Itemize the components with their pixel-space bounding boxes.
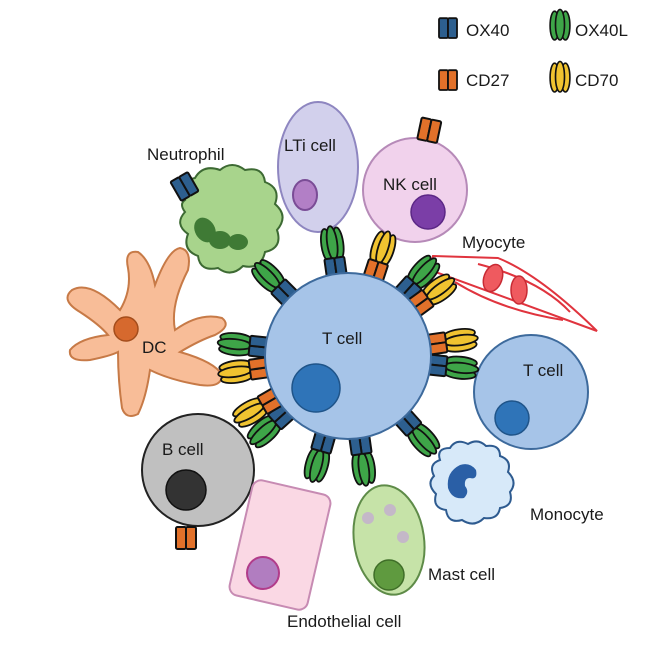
monocyte: Monocyte <box>429 440 604 525</box>
monocyte-label: Monocyte <box>530 505 604 524</box>
myocyte-label: Myocyte <box>462 233 525 252</box>
mast-granule <box>362 512 374 524</box>
nk-cell: NK cell <box>362 116 468 243</box>
mast-cell-label: Mast cell <box>428 565 495 584</box>
b-cell-nucleus <box>165 469 207 511</box>
t-cell-partner-nucleus <box>494 400 530 436</box>
legend-label: CD70 <box>575 71 618 90</box>
myocyte-nucleus <box>510 275 528 305</box>
mast-granule <box>384 504 396 516</box>
lti-nucleus <box>292 179 318 211</box>
neutrophil-nucleus <box>194 217 248 250</box>
legend: OX40 OX40L CD27 CD70 <box>438 8 628 93</box>
ox40-receptor-icon <box>438 17 458 39</box>
legend-label: OX40 <box>466 21 509 40</box>
ox40l-ligand-icon <box>549 8 571 41</box>
nk-nucleus <box>410 194 446 230</box>
mast-granule <box>397 531 409 543</box>
dendritic-cell: DC <box>66 246 227 417</box>
b-cell-cd27-receptor <box>175 526 197 550</box>
dc-label: DC <box>142 338 167 357</box>
legend-item-ox40: OX40 <box>438 17 509 40</box>
neutrophil: Neutrophil <box>147 145 284 274</box>
t-cell-central: T cell <box>264 272 432 440</box>
myocyte: Myocyte <box>428 233 598 332</box>
legend-item-cd70: CD70 <box>549 60 618 93</box>
neutrophil-label: Neutrophil <box>147 145 225 164</box>
endothelial-cell: Endothelial cell <box>228 479 401 631</box>
endothelial-nucleus <box>246 556 280 590</box>
lti-cell: LTi cell <box>277 101 359 233</box>
lti-cell-label: LTi cell <box>284 136 336 155</box>
cd27-receptor-icon <box>438 69 458 91</box>
t-cell-partner-label: T cell <box>523 361 563 380</box>
ox40l-ligand <box>442 354 481 382</box>
mast-cell-nucleus <box>373 559 405 591</box>
myocyte-nucleus <box>482 263 504 293</box>
ox40l-ligand <box>215 330 254 358</box>
nk-cd27-receptor <box>416 116 443 145</box>
dc-nucleus <box>113 316 139 342</box>
b-cell: B cell <box>141 413 255 550</box>
nk-cell-label: NK cell <box>383 175 437 194</box>
legend-label: OX40L <box>575 21 628 40</box>
t-cell-central-label: T cell <box>322 329 362 348</box>
cd70-ligand-icon <box>549 60 571 93</box>
endothelial-cell-label: Endothelial cell <box>287 612 401 631</box>
mast-cell: Mast cell <box>352 484 495 596</box>
b-cell-label: B cell <box>162 440 204 459</box>
t-cell-partner: T cell <box>473 334 589 450</box>
t-cell-central-nucleus <box>291 363 341 413</box>
legend-item-ox40l: OX40L <box>549 8 628 41</box>
monocyte-nucleus <box>447 464 477 499</box>
legend-item-cd27: CD27 <box>438 69 509 91</box>
legend-label: CD27 <box>466 71 509 90</box>
